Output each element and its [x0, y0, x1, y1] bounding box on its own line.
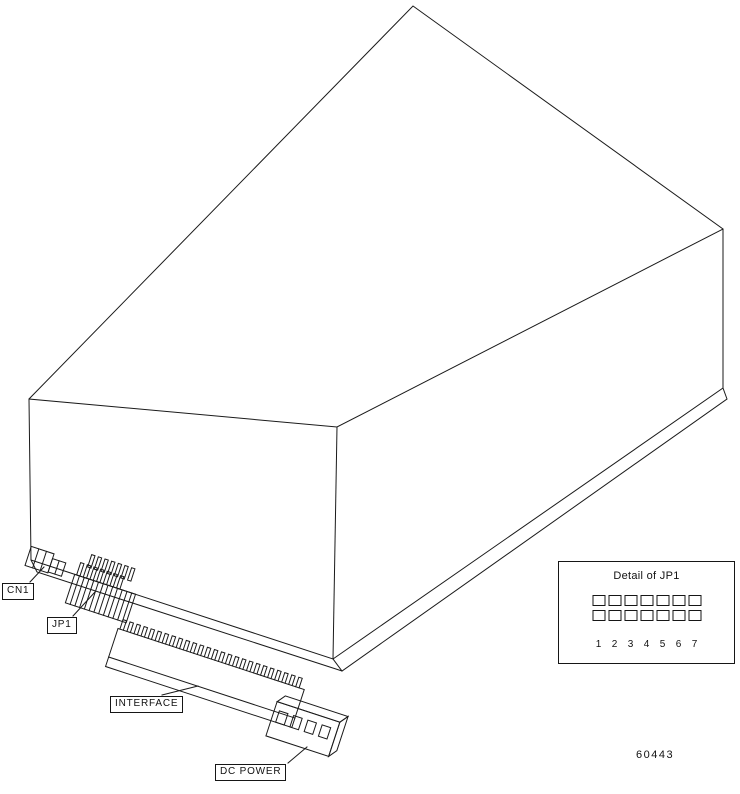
base-rim-front [30, 559, 343, 672]
dc-power-pin-2 [289, 714, 303, 731]
jp1-pin-cell [624, 595, 637, 606]
cn1-body [24, 545, 55, 574]
cn1-dividers [31, 548, 48, 572]
jp1-pin-cell [656, 610, 669, 621]
jp1-body-hatch [69, 575, 133, 623]
jp1-pin-cell [608, 610, 621, 621]
cn1-connector [24, 545, 67, 577]
dc-power-pin-3 [303, 719, 318, 736]
jp1-pin-number: 6 [675, 639, 682, 650]
jp1-pin-number: 1 [595, 639, 602, 650]
top-face-front-edges [28, 228, 724, 428]
dc-power-body [265, 701, 341, 758]
jp1-detail-title: Detail of JP1 [613, 570, 680, 582]
connector-strip [24, 545, 350, 758]
dc-power-connector [265, 695, 350, 758]
jp1-pin-number: 7 [691, 639, 698, 650]
jp1-pin-cell [688, 610, 701, 621]
jp1-pin-cell [672, 610, 685, 621]
label-dc-power: DC POWER [215, 764, 287, 781]
jp1-pin-cell [672, 595, 685, 606]
label-cn1: CN1 [2, 583, 35, 600]
jp1-pin-number: 4 [643, 639, 650, 650]
base-rim-right [332, 387, 728, 672]
jp1-pin-cell [656, 595, 669, 606]
jp1-detail-panel: Detail of JP1 1 2 3 4 5 6 7 [558, 561, 735, 664]
jp1-pin-cell [640, 610, 653, 621]
dc-power-pin-1 [275, 710, 289, 726]
leader-lines [29, 566, 308, 764]
dc-power-pin-4 [317, 724, 332, 740]
jp1-pin-cell [640, 595, 653, 606]
interface-leader-line [161, 685, 199, 696]
dc-power-side-face [327, 715, 349, 758]
label-interface: INTERFACE [110, 696, 184, 713]
jp1-body [64, 573, 137, 624]
jp1-connector [64, 553, 137, 624]
jp1-pin-number: 5 [659, 639, 666, 650]
jp1-pin-number: 2 [611, 639, 618, 650]
front-vertical-edge [332, 426, 338, 660]
chassis-outline [28, 5, 728, 672]
jp1-pin-number: 3 [627, 639, 634, 650]
label-jp1: JP1 [47, 617, 77, 634]
dc-power-leader-line [287, 746, 308, 764]
jp1-pin-numbers: 1 2 3 4 5 6 7 [592, 639, 701, 650]
interface-slot-line [108, 656, 296, 719]
jp1-pin-grid [592, 595, 701, 621]
figure-number: 60443 [636, 749, 675, 761]
jp1-pin-cell [688, 595, 701, 606]
dc-power-top-face [276, 695, 350, 723]
jp1-pin-cell [592, 610, 605, 621]
cn1-leader-line [29, 566, 45, 583]
jp1-leader-line [72, 591, 96, 617]
interface-contact-teeth [119, 618, 303, 689]
jp1-pin-cell [608, 595, 621, 606]
jp1-pin-cell [624, 610, 637, 621]
jp1-pin-cell [592, 595, 605, 606]
jp1-back-pin-row [87, 553, 136, 582]
cn1-stub-divider [54, 560, 60, 575]
